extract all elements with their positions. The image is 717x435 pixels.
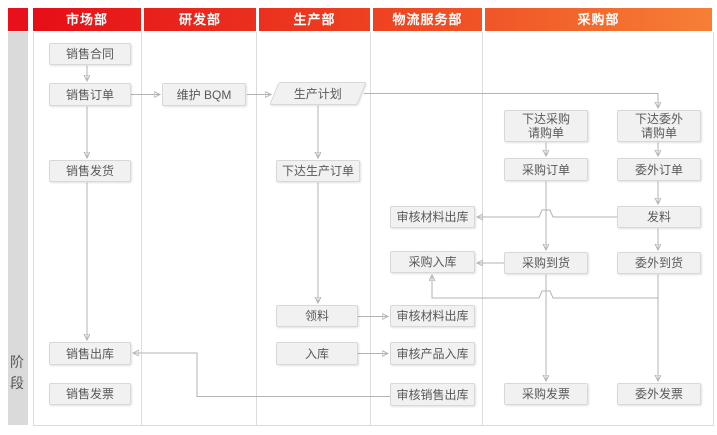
node-purchase-order: 采购订单	[504, 158, 588, 181]
node-production-plan: 生产计划	[269, 82, 367, 105]
node-purchase-inbound: 采购入库	[390, 251, 475, 273]
stage-column-header	[8, 8, 28, 31]
header-divider	[141, 8, 144, 31]
node-issue-outsourcing-requisition: 下达委外 请购单	[617, 110, 701, 142]
node-review-product-inbound: 审核产品入库	[390, 342, 475, 365]
node-warehouse-in: 入库	[276, 342, 358, 365]
node-production-plan-label: 生产计划	[293, 86, 342, 101]
lane-divider	[141, 32, 142, 425]
stage-sidebar-strip	[8, 32, 28, 425]
dept-header-logistics: 物流服务部	[392, 12, 463, 27]
node-sales-order: 销售订单	[49, 83, 131, 106]
node-issue-materials: 发料	[617, 206, 701, 228]
dept-header-rnd: 研发部	[178, 12, 221, 27]
dept-header-procurement: 采购部	[577, 12, 620, 27]
swimlane-grid	[33, 32, 714, 426]
node-review-material-outbound-1: 审核材料出库	[390, 206, 475, 228]
node-review-sales-outbound: 审核销售出库	[390, 383, 475, 406]
node-outsourcing-invoice: 委外发票	[617, 383, 701, 405]
header-divider	[256, 8, 259, 31]
stage-label: 阶段	[10, 354, 24, 391]
dept-header-production: 生产部	[293, 12, 336, 27]
node-review-material-outbound-2: 审核材料出库	[390, 305, 475, 327]
header-divider	[482, 8, 485, 31]
node-issue-purchase-requisition: 下达采购 请购单	[504, 110, 588, 142]
dept-header-marketing: 市场部	[65, 12, 108, 27]
lane-divider	[256, 32, 257, 425]
node-sales-contract: 销售合同	[49, 43, 131, 65]
node-material-picking: 领料	[276, 305, 358, 327]
lane-divider	[482, 32, 483, 425]
node-maintain-bqm: 维护 BQM	[162, 83, 246, 106]
node-issue-production-order: 下达生产订单	[276, 160, 360, 182]
node-purchase-invoice: 采购发票	[504, 383, 588, 405]
header-divider	[370, 8, 373, 31]
department-header-bar: 市场部 研发部 生产部 物流服务部 采购部	[33, 8, 712, 31]
node-purchase-arrival: 采购到货	[504, 252, 588, 274]
node-sales-outbound: 销售出库	[49, 342, 131, 365]
node-sales-delivery: 销售发货	[49, 160, 131, 182]
node-outsourcing-order: 委外订单	[617, 158, 701, 181]
node-sales-invoice: 销售发票	[49, 383, 131, 405]
node-outsourcing-arrival: 委外到货	[617, 252, 701, 274]
lane-divider	[370, 32, 371, 425]
